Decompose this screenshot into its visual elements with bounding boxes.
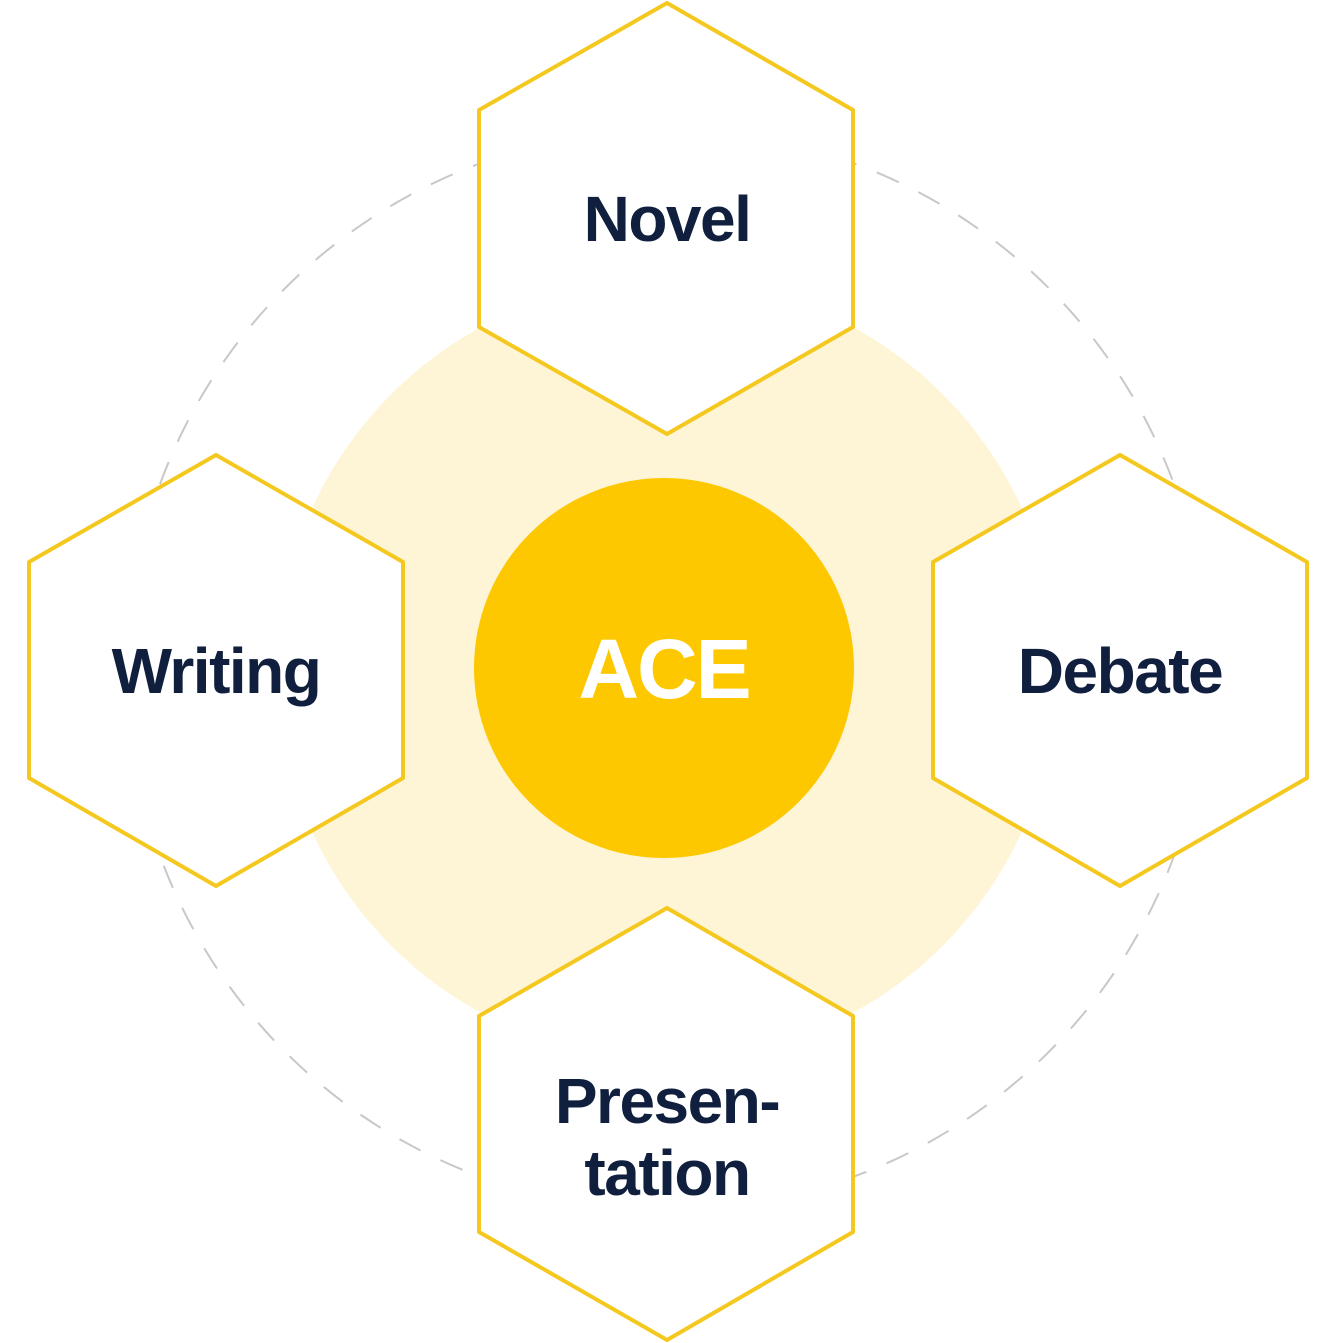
hex-writing-shape — [27, 453, 405, 888]
hex-writing-label: Writing — [112, 635, 321, 707]
hex-debate: Debate — [931, 453, 1309, 888]
hex-writing: Writing — [27, 453, 405, 888]
center-label: ACE — [578, 622, 749, 716]
hex-presentation-shape — [477, 906, 855, 1342]
center-circle — [474, 478, 854, 858]
hex-debate-label: Debate — [1018, 635, 1222, 707]
center-node: ACE — [474, 478, 854, 858]
hex-presentation: Presen- tation — [477, 906, 855, 1342]
hex-debate-shape — [931, 453, 1309, 888]
hex-presentation-label-line1: Presen- — [555, 1065, 779, 1137]
hex-novel: Novel — [477, 1, 855, 436]
hex-novel-shape — [477, 1, 855, 436]
hex-novel-label: Novel — [584, 183, 751, 255]
hex-presentation-label-line2: tation — [584, 1137, 749, 1209]
